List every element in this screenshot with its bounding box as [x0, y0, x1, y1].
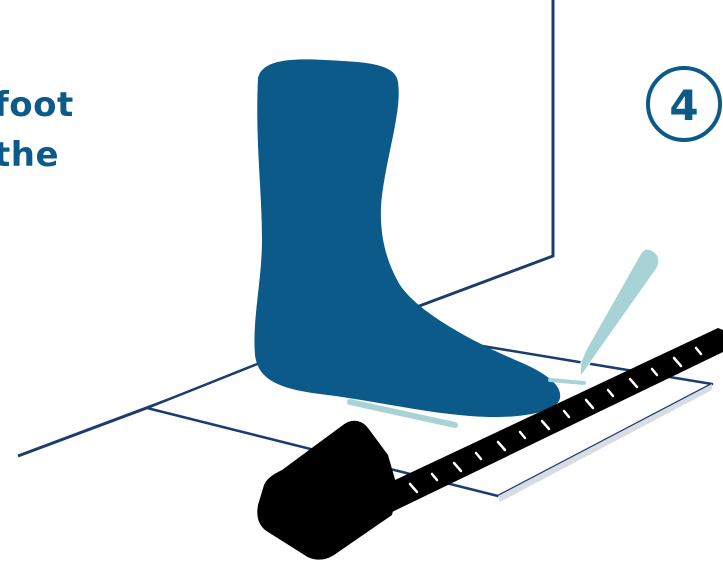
- step-number: 4: [669, 81, 698, 130]
- step-badge: 4: [648, 68, 720, 140]
- foot-silhouette-icon: [254, 59, 560, 417]
